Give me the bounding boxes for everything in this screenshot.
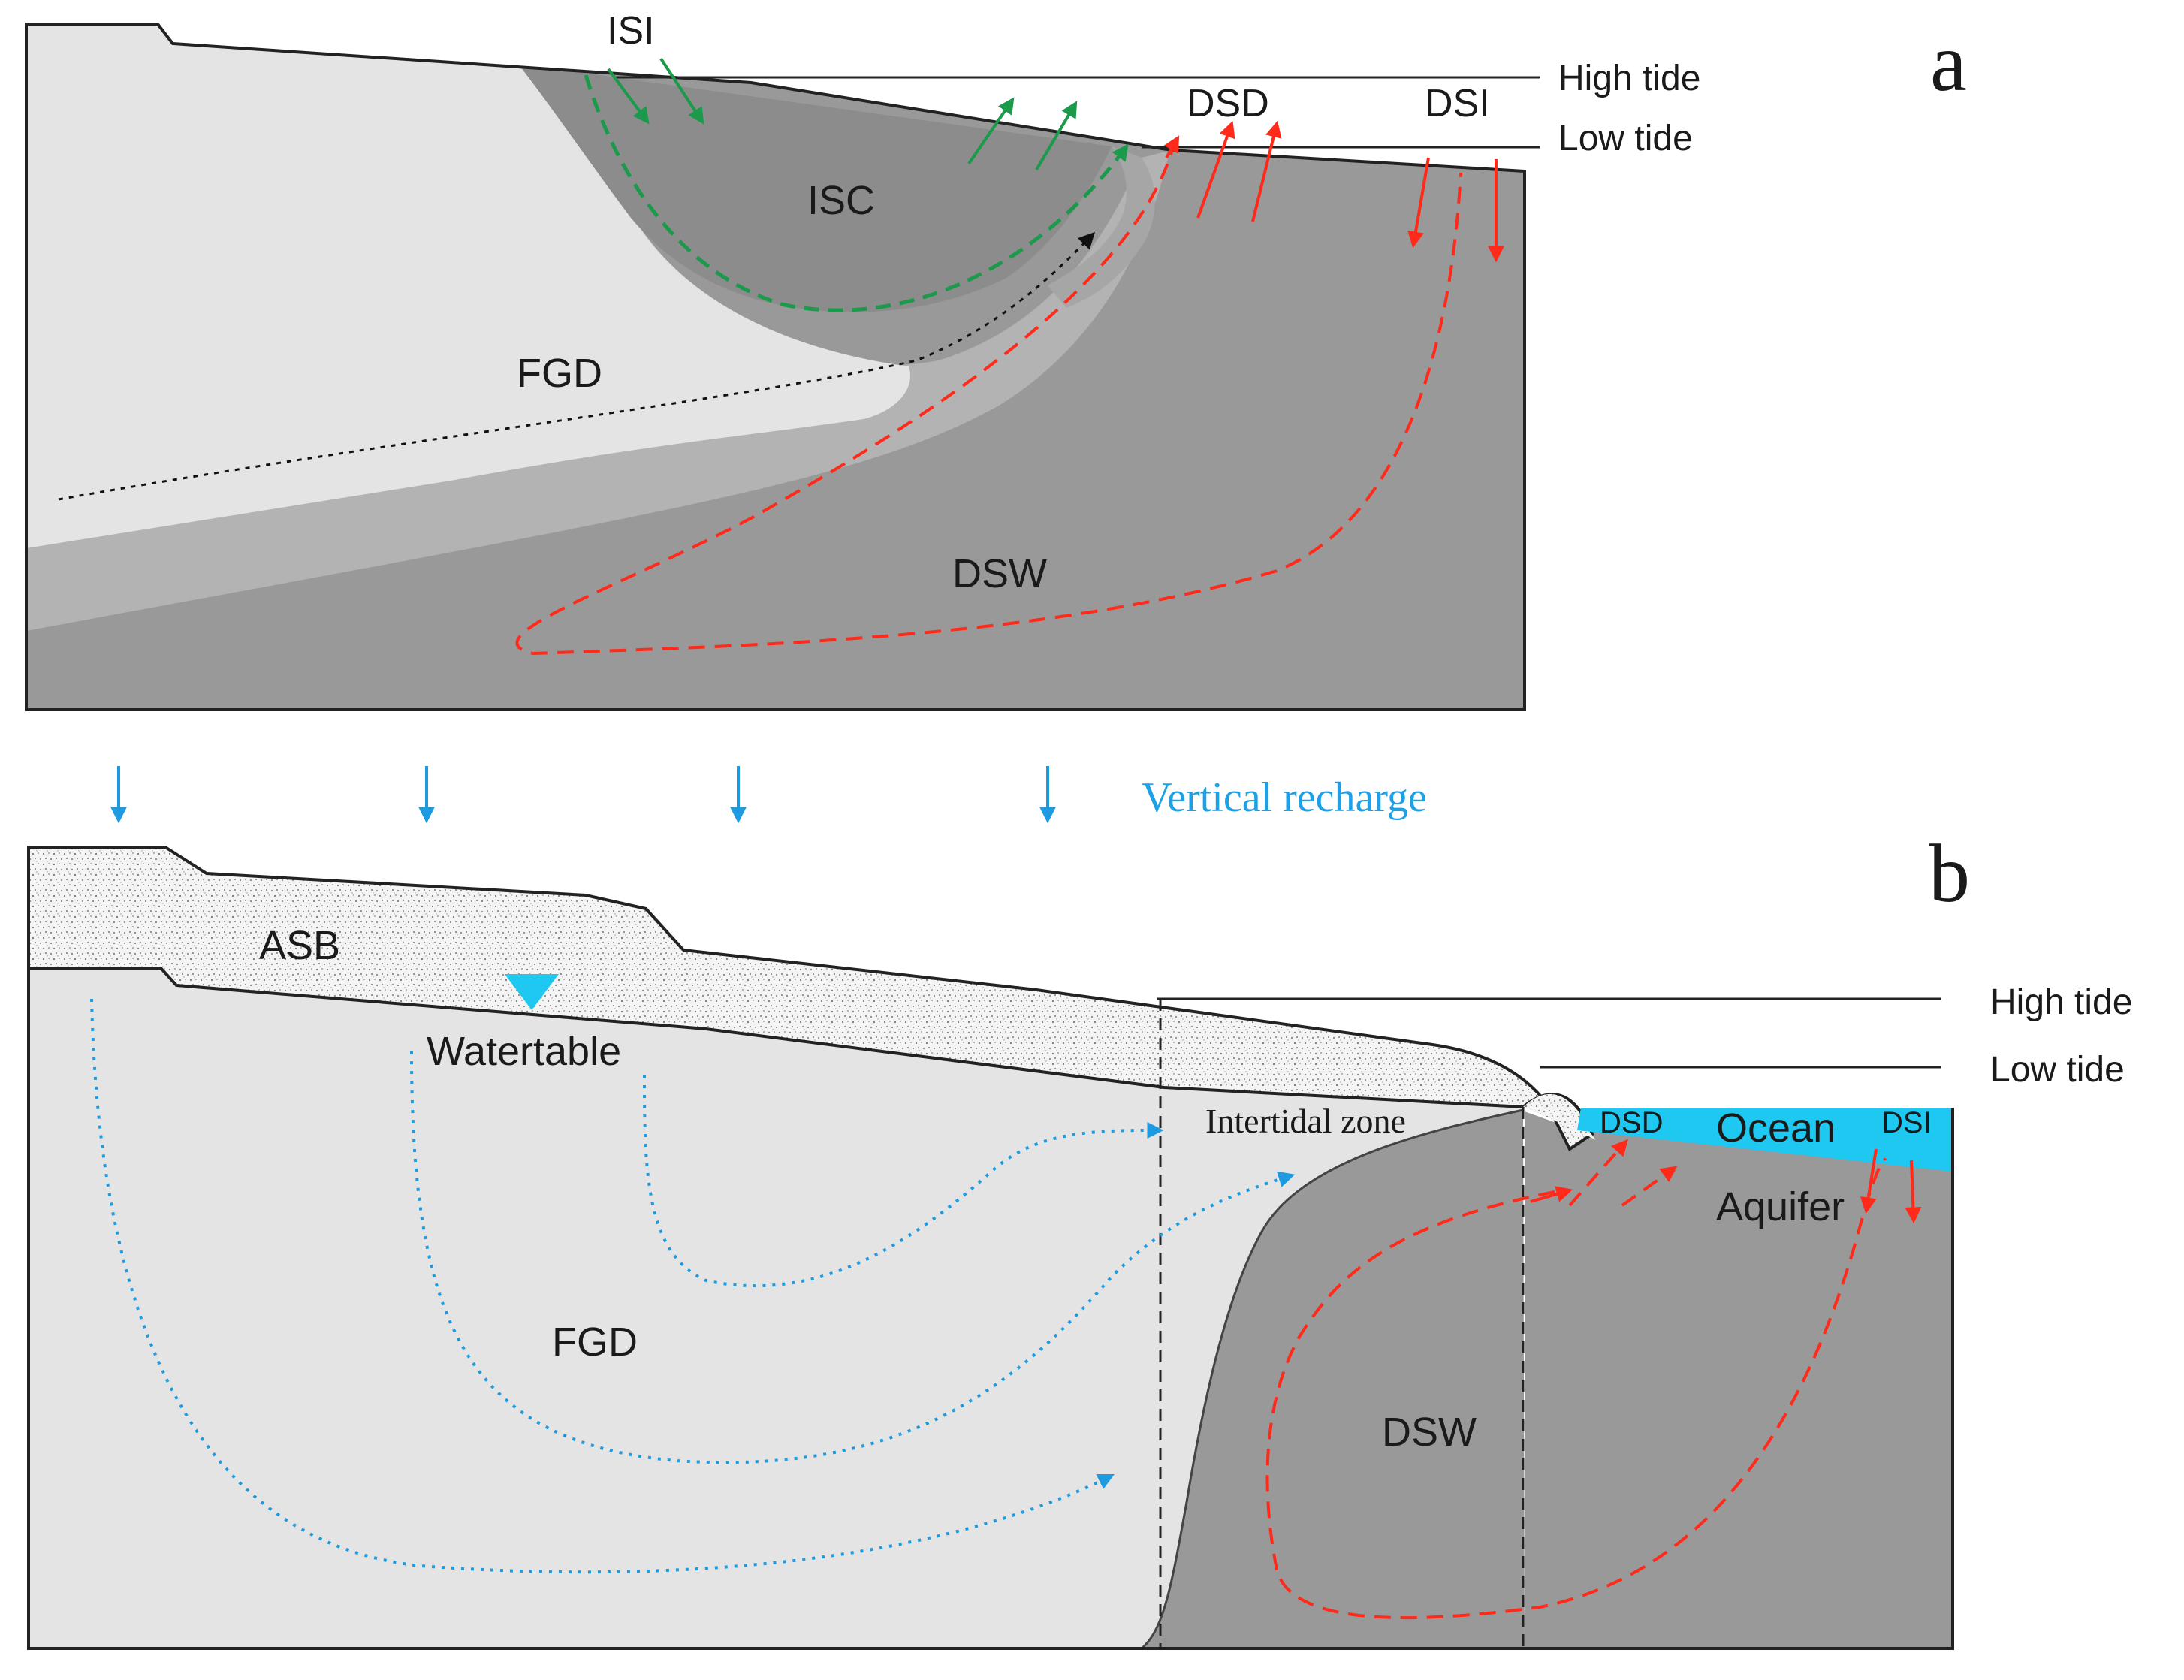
panel-b: ASB Watertable Intertidal zone DSD Ocean… bbox=[27, 828, 2132, 1650]
dsw-label-b: DSW bbox=[1382, 1410, 1477, 1455]
dsi-label-b: DSI bbox=[1881, 1106, 1932, 1139]
dsw-flow-path-inner bbox=[515, 138, 1462, 656]
dsd-arrow-3 bbox=[1163, 135, 1180, 158]
panel-a: ISI DSD DSI ISC FGD DSW High tide Low ti… bbox=[25, 9, 1967, 711]
low-tide-label-a: Low tide bbox=[1558, 119, 1693, 158]
intertidal-zone-label: Intertidal zone bbox=[1205, 1102, 1406, 1140]
dsw-zone-b bbox=[1142, 1110, 1525, 1648]
dsi-arrow-b-1 bbox=[1860, 1148, 1878, 1214]
green-up-arrow-1 bbox=[967, 97, 1015, 165]
panel-b-outline bbox=[27, 847, 1954, 1650]
dsi-arrow-b-2 bbox=[1905, 1160, 1922, 1224]
fresh-groundwater-zone bbox=[26, 24, 910, 548]
low-tide-label-b: Low tide bbox=[1990, 1050, 2125, 1090]
panel-b-letter: b bbox=[1929, 828, 1970, 919]
dsd-label-b: DSD bbox=[1600, 1106, 1663, 1139]
asb-label: ASB bbox=[259, 923, 340, 968]
dsw-label-a: DSW bbox=[952, 551, 1047, 596]
watertable-label: Watertable bbox=[427, 1029, 621, 1074]
aquifer-label: Aquifer bbox=[1716, 1184, 1845, 1229]
isi-arrow-2 bbox=[659, 57, 704, 125]
isc-zone bbox=[518, 64, 1112, 312]
dsd-arrow-b-1 bbox=[1530, 1186, 1573, 1203]
dsi-label-a: DSI bbox=[1425, 82, 1490, 125]
panel-a-zones bbox=[26, 24, 1525, 710]
dsd-arrow-b-3 bbox=[1621, 1166, 1678, 1207]
dsw-boundary bbox=[1141, 1108, 1524, 1650]
saline-aquifer-b bbox=[1525, 1111, 1953, 1648]
panel-a-letter: a bbox=[1930, 17, 1967, 108]
high-tide-label-a: High tide bbox=[1558, 59, 1700, 98]
high-tide-label-b: High tide bbox=[1990, 982, 2132, 1022]
fresh-groundwater-zone-b bbox=[29, 969, 1523, 1648]
dsd-arrow-b-2 bbox=[1568, 1139, 1628, 1207]
watertable-icon bbox=[505, 974, 559, 1010]
fresh-flow-paths-b bbox=[90, 998, 1296, 1574]
dsd-label-a: DSD bbox=[1187, 82, 1269, 125]
isc-inner-band bbox=[1048, 146, 1155, 308]
dsw-flow-path-b bbox=[1265, 1157, 1887, 1620]
fgd-label-b: FGD bbox=[552, 1320, 638, 1365]
fgd-label-a: FGD bbox=[517, 351, 602, 396]
vertical-recharge-label: Vertical recharge bbox=[1142, 774, 1427, 821]
fresh-flow-path-3 bbox=[643, 1075, 1164, 1288]
ocean-label: Ocean bbox=[1716, 1105, 1836, 1151]
vertical-recharge: Vertical recharge bbox=[110, 766, 1427, 824]
isc-flow-path bbox=[584, 74, 1129, 312]
green-up-arrow-2 bbox=[1035, 101, 1078, 171]
dsi-arrow-1 bbox=[1407, 157, 1430, 249]
isc-label: ISC bbox=[807, 178, 875, 223]
panel-a-outline bbox=[25, 23, 1526, 711]
dsd-arrow-2 bbox=[1251, 120, 1282, 222]
ocean-b bbox=[1577, 1108, 1953, 1172]
isi-arrow-1 bbox=[607, 68, 650, 125]
dsd-arrow-1 bbox=[1196, 120, 1235, 219]
isi-label-a: ISI bbox=[607, 9, 655, 53]
